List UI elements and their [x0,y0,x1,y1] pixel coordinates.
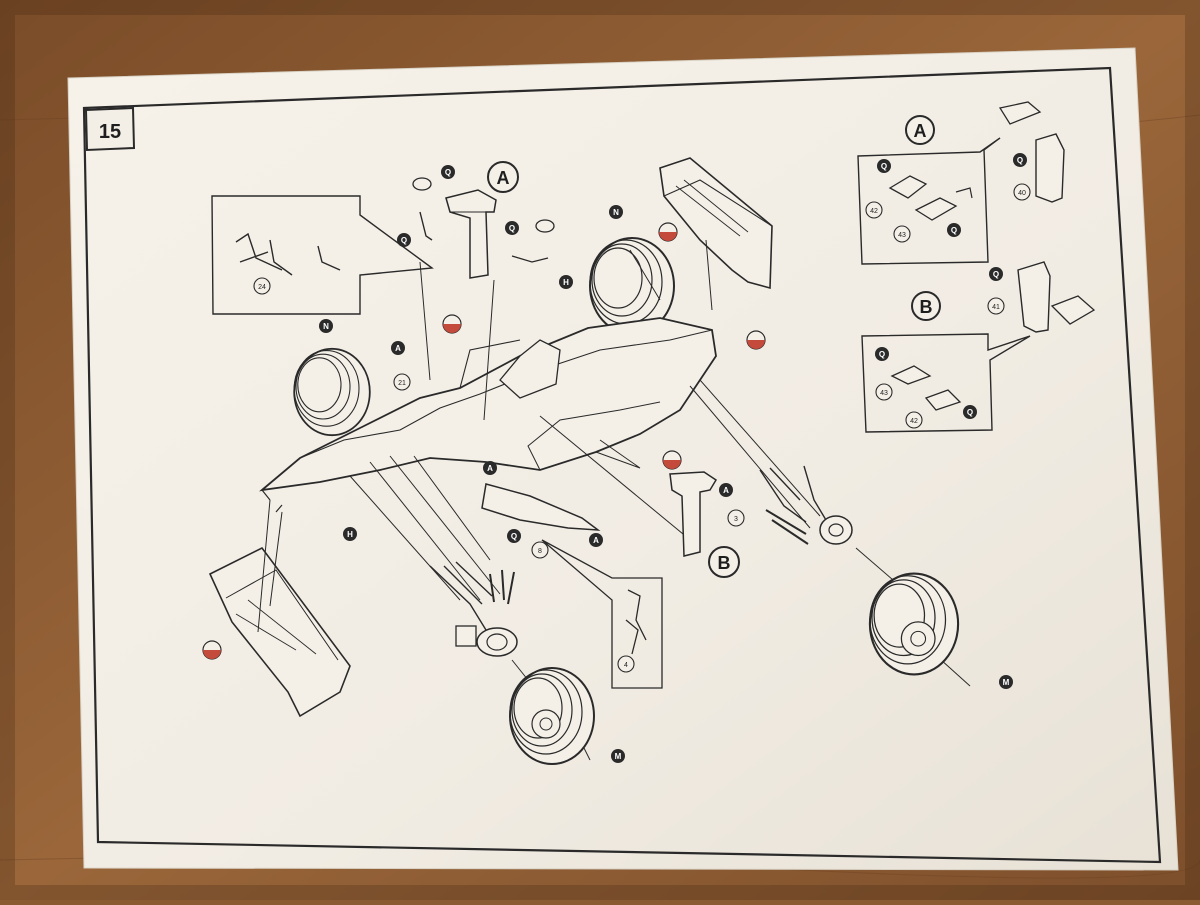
svg-text:A: A [593,536,599,545]
svg-text:B: B [920,297,933,317]
svg-text:4: 4 [624,662,628,669]
svg-text:Q: Q [511,532,517,541]
svg-text:Q: Q [509,224,515,233]
svg-text:3: 3 [734,516,738,523]
svg-text:A: A [395,344,401,353]
svg-text:Q: Q [879,350,885,359]
svg-text:Q: Q [951,226,957,235]
svg-text:Q: Q [1017,156,1023,165]
inset-detail-b: B 43 42 41 [861,261,1096,433]
rear-wing-part [659,157,773,290]
callout-b-bottom: B [708,546,740,578]
front-wing-part [208,546,351,718]
mirror-parts [412,177,555,263]
svg-text:M: M [1003,678,1010,687]
svg-text:A: A [487,464,493,473]
sidepod-b-part [669,471,718,557]
svg-text:N: N [613,208,619,217]
inset-detail-4: 4 [541,539,663,689]
svg-text:43: 43 [880,390,888,397]
callout-a-top: A [487,161,519,193]
step-number: 15 [99,121,121,143]
paper-sheet [67,47,1179,871]
svg-text:Q: Q [993,270,999,279]
svg-text:A: A [497,168,510,188]
svg-text:A: A [914,121,927,141]
svg-text:Q: Q [401,236,407,245]
front-suspension [429,561,518,657]
svg-text:A: A [723,486,729,495]
car-body [259,317,717,513]
svg-text:H: H [563,278,569,287]
svg-text:N: N [323,322,329,331]
front-right-tire [509,667,595,765]
svg-text:Q: Q [445,168,451,177]
part-letter-badges: Q Q Q N H N A A A H Q A M M Q Q Q Q Q Q [319,153,1027,763]
inset-detail-a: A 42 43 40 [857,101,1065,265]
svg-text:21: 21 [398,380,406,387]
diagram-frame [82,66,1162,864]
sidepod-panel-8 [481,483,601,531]
svg-text:42: 42 [870,208,878,215]
part-number-badges: 21 8 3 [393,373,745,559]
svg-text:B: B [718,553,731,573]
rear-left-tire [868,572,960,676]
front-left-tire [293,347,371,437]
svg-text:8: 8 [538,548,542,555]
svg-text:41: 41 [992,304,1000,311]
svg-text:43: 43 [898,232,906,239]
svg-text:H: H [347,530,353,539]
svg-text:M: M [615,752,622,761]
inset-detail-24: 24 [211,195,434,315]
svg-text:Q: Q [881,162,887,171]
svg-text:42: 42 [910,418,918,425]
svg-text:40: 40 [1018,190,1026,197]
part-number-24: 24 [258,284,266,291]
step-number-box: 15 [84,106,136,152]
svg-text:Q: Q [967,408,973,417]
sidepod-insert-part [445,189,497,279]
rear-suspension [759,465,853,545]
